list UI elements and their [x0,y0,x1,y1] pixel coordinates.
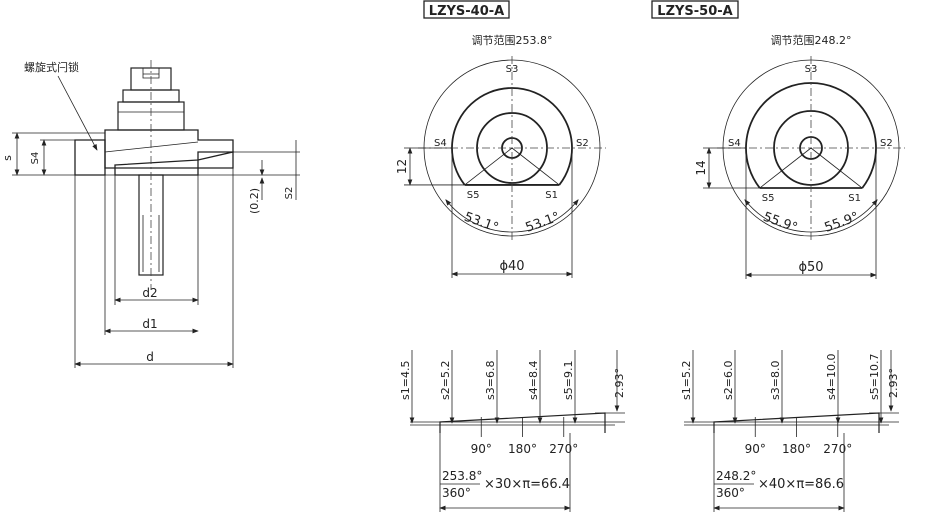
radial-s5 [759,147,812,189]
dim-s4: S4 [30,152,41,165]
dim-gap: (0.2) [248,188,261,214]
formula-result: ×30×π=66.4 [484,477,570,492]
label-s5: S5 [762,193,775,204]
height-dim: 12 [395,159,409,174]
formula-numerator: 248.2° [716,469,756,483]
angle-arc-left [744,199,812,233]
height-dim: 14 [694,160,708,175]
angle-arc-right [511,199,579,233]
step-value-4: s4=8.4 [527,361,540,400]
diameter-dim: ϕ40 [499,259,524,274]
base-left [74,139,106,176]
radial-s1 [810,147,863,189]
lock-label: 螺旋式闩锁 [24,60,79,74]
label-s4: S4 [434,138,447,149]
axis-label-2: 270° [549,442,578,456]
angle-right: 55.9° [823,210,861,236]
step-value-2: s2=6.0 [722,361,735,400]
angle-left: 53.1° [462,210,500,236]
axis-label-2: 270° [823,442,852,456]
model-title: LZYS-40-A [429,4,504,19]
formula-result: ×40×π=86.6 [758,477,844,492]
base-ramp [114,151,234,176]
slope-value: 2.93° [887,368,900,398]
formula-numerator: 253.8° [442,469,482,483]
model-title-box [423,0,510,19]
step-value-1: s1=4.5 [399,361,412,400]
formula-denominator: 360° [716,486,745,500]
label-s3: S3 [805,64,818,75]
step-value-5: s5=9.1 [562,361,575,400]
adjust-range: 调节范围248.2° [771,33,852,47]
label-s4: S4 [728,138,741,149]
step-value-5: s5=10.7 [868,354,881,400]
angle-right: 53.1° [524,210,562,236]
label-s1: S1 [545,190,558,201]
angle-arc-right [810,199,878,233]
step-value-3: s3=6.8 [484,361,497,400]
step-value-3: s3=8.0 [769,361,782,400]
slope-value: 2.93° [613,368,626,398]
label-s3: S3 [506,64,519,75]
label-s2: S2 [576,138,589,149]
model-title: LZYS-50-A [657,4,732,19]
model-title-box [651,0,739,19]
step-value-4: s4=10.0 [825,354,838,400]
axis-label-1: 180° [508,442,537,456]
step-value-1: s1=5.2 [680,361,693,400]
axis-label-1: 180° [782,442,811,456]
axis-label-0: 90° [745,442,766,456]
radial-s1 [511,147,560,186]
dim-d2: d2 [142,286,157,300]
formula-denominator: 360° [442,486,471,500]
side-view: 螺旋式闩锁 s S4 (0.2) S2 [1,60,300,368]
angle-arc-left [445,199,513,233]
dim-s: s [1,155,14,161]
adjust-range: 调节范围253.8° [472,33,553,47]
label-s2: S2 [880,138,893,149]
label-s1: S1 [848,193,861,204]
step-value-2: s2=5.2 [439,361,452,400]
axis-label-0: 90° [471,442,492,456]
dim-d1: d1 [142,317,157,331]
label-s5: S5 [467,190,480,201]
radial-s5 [464,147,513,186]
diameter-dim: ϕ50 [798,260,823,275]
lock-leader-line [57,75,98,151]
dim-s2: S2 [284,187,295,200]
dim-d: d [146,350,154,364]
angle-left: 55.9° [761,210,799,236]
